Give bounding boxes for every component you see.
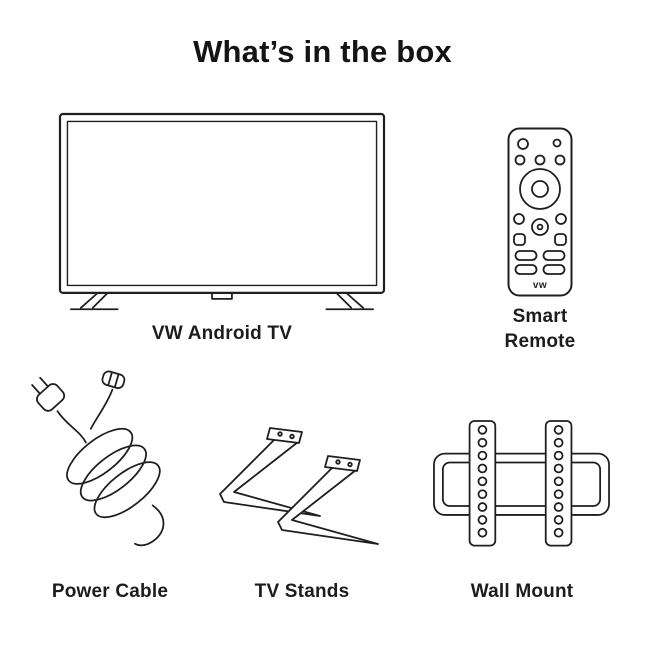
tv-center-tab — [211, 291, 233, 300]
remote-drawing: vw — [507, 127, 573, 297]
power-plug — [31, 376, 66, 412]
tv-stands-illustration — [208, 424, 398, 564]
wall-mount-label: Wall Mount — [470, 581, 574, 602]
wall-mount-left-rail — [468, 420, 497, 547]
tv-bezel — [58, 112, 386, 294]
tv-stands-label: TV Stands — [254, 581, 350, 602]
wall-mount-right-rail — [544, 420, 573, 547]
cable-coil — [56, 388, 165, 547]
remote-top-button-row — [514, 154, 566, 166]
power-cable-illustration — [27, 366, 189, 557]
remote-label: Smart Remote — [504, 306, 576, 352]
wall-plate-outer — [433, 452, 610, 516]
tv-right-foot — [325, 291, 374, 311]
wall-mount-drawing — [433, 420, 610, 547]
remote-power-button — [517, 138, 529, 150]
tv-screen — [66, 120, 378, 287]
tv-illustration — [58, 112, 386, 316]
tv-drawing — [58, 112, 386, 311]
remote-illustration: vw — [507, 127, 573, 297]
wall-mount-illustration — [430, 418, 613, 549]
power-cable-label: Power Cable — [51, 581, 169, 602]
tv-stand-right — [277, 455, 379, 545]
remote-dpad — [519, 168, 561, 210]
remote-body — [507, 127, 573, 297]
cable-connector — [101, 370, 126, 389]
power-cable-drawing — [31, 370, 165, 547]
wall-plate-inner — [441, 461, 602, 507]
tv-stands-drawing — [219, 427, 379, 545]
remote-brand-text: vw — [533, 280, 547, 291]
tv-label: VW Android TV — [151, 323, 293, 344]
remote-mid-buttons — [513, 213, 567, 246]
tv-stand-left — [219, 427, 321, 517]
remote-mic-button — [552, 138, 562, 148]
page-title: What’s in the box — [193, 34, 452, 69]
tv-left-foot — [70, 291, 119, 311]
remote-pill-buttons — [514, 250, 566, 275]
